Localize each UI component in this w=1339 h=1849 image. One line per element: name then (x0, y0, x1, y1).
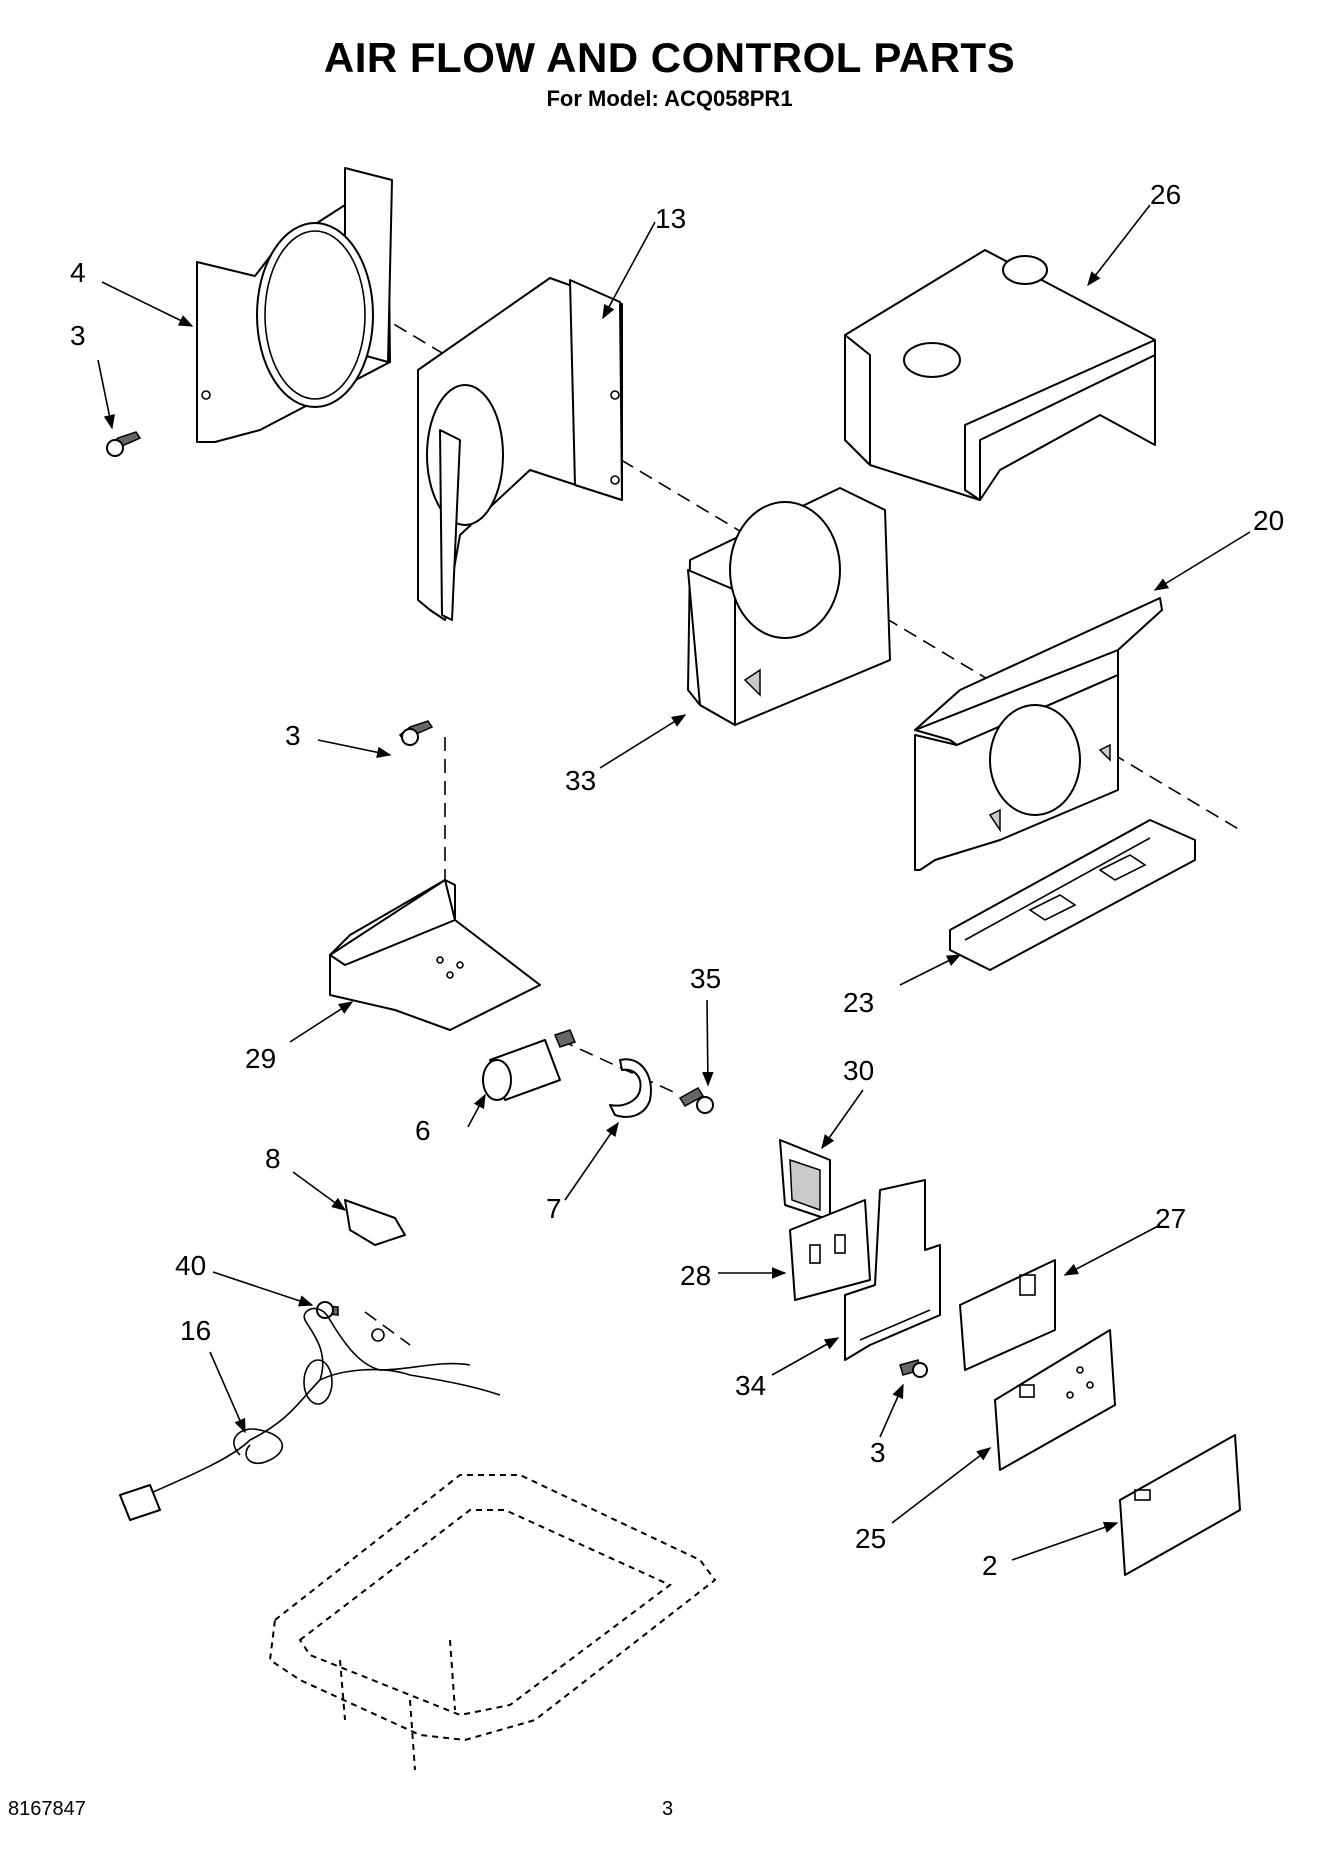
part-25-control-housing (994, 1329, 1116, 1471)
part-13-bracket (417, 277, 623, 621)
callout-2: 2 (982, 1550, 998, 1581)
callout-27: 27 (1155, 1203, 1186, 1234)
callout-4: 4 (70, 257, 86, 288)
part-3-screw-middle (398, 720, 434, 746)
callout-28: 28 (680, 1260, 711, 1291)
callout-3-top: 3 (70, 320, 86, 351)
callout-7: 7 (546, 1193, 562, 1224)
part-3-screw-lower (899, 1359, 928, 1378)
callout-23: 23 (843, 987, 874, 1018)
page-title: AIR FLOW AND CONTROL PARTS (323, 34, 1016, 81)
part-35-screw (678, 1086, 714, 1114)
part-8-clip (344, 1199, 406, 1246)
leader-lines (97, 204, 1251, 1561)
part-27-panel (959, 1259, 1056, 1371)
callout-35: 35 (690, 963, 721, 994)
callout-30: 30 (843, 1055, 874, 1086)
callout-6: 6 (415, 1115, 431, 1146)
part-23-base-rail (949, 819, 1196, 971)
document-number: 8167847 (8, 1798, 86, 1820)
model-subtitle: For Model: ACQ058PR1 (546, 86, 793, 111)
callout-33: 33 (565, 765, 596, 796)
part-33-scroll-housing (687, 487, 891, 726)
callout-26: 26 (1150, 179, 1181, 210)
part-20-housing-plate (914, 597, 1163, 871)
callout-3-lower: 3 (870, 1437, 886, 1468)
callout-3-middle: 3 (285, 720, 301, 751)
part-29-electrical-bracket (329, 879, 541, 1031)
part-6-capacitor (482, 1029, 577, 1101)
callout-34: 34 (735, 1370, 766, 1401)
part-40-ground-screw (316, 1301, 385, 1342)
part-3-screw-top (106, 431, 142, 457)
part-7-capacitor-strap (609, 1058, 652, 1118)
part-26-top-cover (844, 249, 1156, 501)
callout-40: 40 (175, 1250, 206, 1281)
callout-8: 8 (265, 1143, 281, 1174)
callout-13: 13 (655, 203, 686, 234)
part-34-mounting-bracket (844, 1179, 941, 1361)
part-28-control-board (789, 1199, 871, 1301)
part-16-power-cord (119, 1307, 501, 1521)
part-30-relay (779, 1139, 831, 1221)
page-number: 3 (662, 1798, 674, 1820)
callout-20: 20 (1253, 505, 1284, 536)
callout-16: 16 (180, 1315, 211, 1346)
callout-25: 25 (855, 1523, 886, 1554)
callout-29: 29 (245, 1043, 276, 1074)
callout-labels: 4 3 13 26 20 33 3 23 35 29 6 30 8 7 27 4… (70, 179, 1284, 1581)
base-pan-reference (268, 1474, 717, 1771)
part-2-overlay (1119, 1434, 1241, 1576)
part-4-shroud-panel (196, 167, 393, 443)
